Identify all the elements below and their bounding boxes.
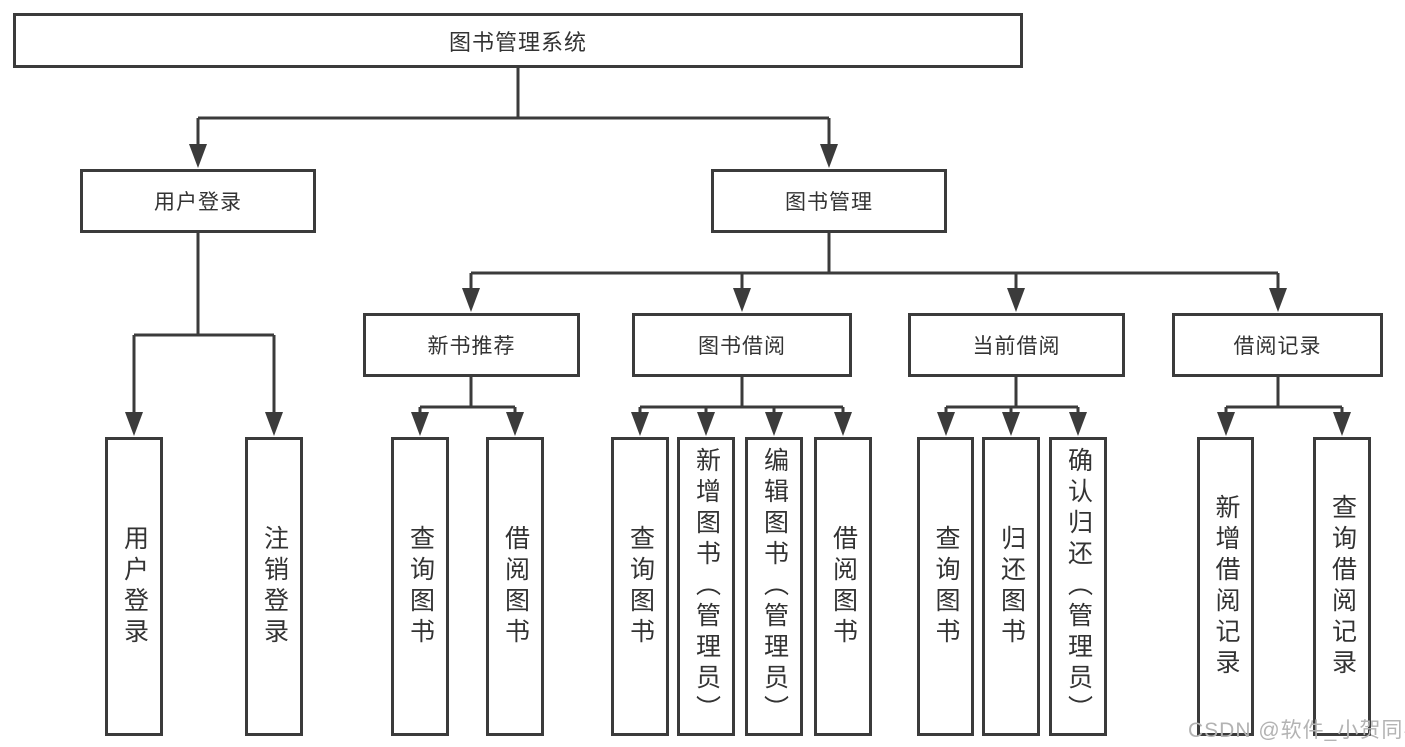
leaf-borrow-book: 借阅图书 xyxy=(814,437,872,736)
leaf-current-query-book: 查询图书 xyxy=(917,437,974,736)
leaf-return-book: 归还图书 xyxy=(982,437,1040,736)
node-user-login: 用户登录 xyxy=(80,169,316,233)
leaf-query-borrow-record: 查询借阅记录 xyxy=(1313,437,1371,736)
leaf-borrow-query-book: 查询图书 xyxy=(611,437,669,736)
leaf-confirm-return-admin: 确认归还（管理员） xyxy=(1049,437,1107,736)
leaf-add-borrow-record: 新增借阅记录 xyxy=(1197,437,1254,736)
csdn-watermark: CSDN @软件_小贺同学 xyxy=(1188,719,1405,742)
leaf-logout: 注销登录 xyxy=(245,437,303,736)
leaf-recommend-query-book: 查询图书 xyxy=(391,437,449,736)
node-borrow-records: 借阅记录 xyxy=(1172,313,1383,377)
leaf-edit-book-admin: 编辑图书（管理员） xyxy=(745,437,803,736)
node-current-borrow: 当前借阅 xyxy=(908,313,1125,377)
node-library-management-system: 图书管理系统 xyxy=(13,13,1023,68)
leaf-recommend-borrow-book: 借阅图书 xyxy=(486,437,544,736)
node-book-management: 图书管理 xyxy=(711,169,947,233)
node-new-book-recommend: 新书推荐 xyxy=(363,313,580,377)
leaf-user-login: 用户登录 xyxy=(105,437,163,736)
leaf-add-book-admin: 新增图书（管理员） xyxy=(677,437,735,736)
node-book-borrow: 图书借阅 xyxy=(632,313,852,377)
